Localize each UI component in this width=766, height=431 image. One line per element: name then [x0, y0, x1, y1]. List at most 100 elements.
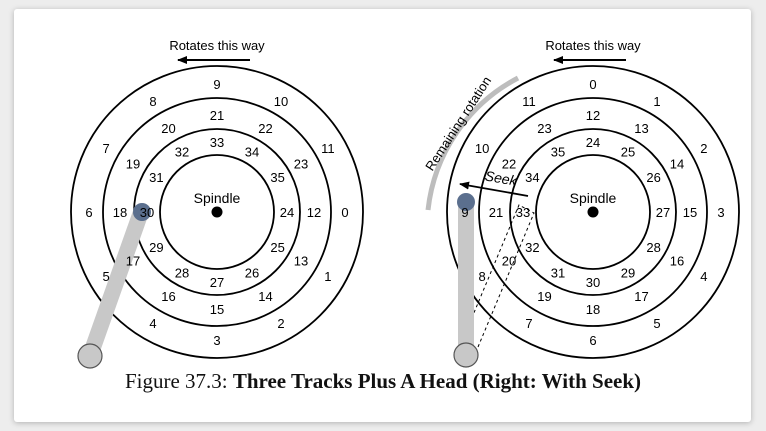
right-disk: Rotates this way Spindle Remaining rotat… — [422, 38, 740, 368]
left-disk: Rotates this way Spindle 012345678910111… — [70, 38, 364, 369]
right-disk-middle-track-sector-12: 12 — [586, 108, 600, 123]
left-disk-outer-track-sector-2: 2 — [277, 316, 284, 331]
left-disk-inner-track-sector-24: 24 — [280, 205, 294, 220]
left-disk-middle-track-sector-13: 13 — [294, 254, 308, 269]
seek-label: Seek — [484, 167, 519, 188]
right-disk-inner-track-sector-33: 33 — [516, 205, 530, 220]
left-spindle-circle — [159, 154, 275, 270]
left-spindle-label: Spindle — [194, 190, 241, 206]
left-arm-pivot — [77, 343, 103, 369]
left-disk-inner-track-sector-30: 30 — [140, 205, 154, 220]
right-disk-inner-track-sector-30: 30 — [586, 275, 600, 290]
right-rotation-label: Rotates this way — [545, 38, 641, 53]
right-disk-inner-track-sector-31: 31 — [551, 266, 565, 281]
right-disk-outer-track-sector-5: 5 — [653, 316, 660, 331]
left-disk-outer-track-sector-5: 5 — [102, 269, 109, 284]
left-disk-middle-track-sector-22: 22 — [258, 121, 272, 136]
left-disk-outer-track-sector-8: 8 — [149, 94, 156, 109]
right-disk-inner-track-sector-28: 28 — [646, 240, 660, 255]
left-arm — [82, 204, 149, 364]
right-disk-middle-track-sector-21: 21 — [489, 205, 503, 220]
left-disk-inner-track-sector-26: 26 — [245, 266, 259, 281]
right-disk-outer-track-sector-3: 3 — [717, 205, 724, 220]
caption-number: Figure 37.3: — [124, 369, 228, 393]
right-disk-outer-track-sector-0: 0 — [589, 77, 596, 92]
left-disk-inner-track-sector-27: 27 — [210, 275, 224, 290]
caption-title: Three Tracks Plus A Head (Right: With Se… — [232, 369, 642, 393]
right-disk-middle-track-sector-14: 14 — [670, 157, 684, 172]
left-rotation-label: Rotates this way — [169, 38, 265, 53]
figure-caption: Figure 37.3: Three Tracks Plus A Head (R… — [0, 369, 766, 394]
right-arm-ghost — [457, 204, 535, 360]
right-disk-middle-track-sector-13: 13 — [634, 121, 648, 136]
left-disk-inner-track-sector-34: 34 — [245, 144, 259, 159]
left-disk-outer-track-sector-6: 6 — [85, 205, 92, 220]
right-disk-middle-track-sector-20: 20 — [502, 254, 516, 269]
right-head — [457, 193, 475, 211]
left-disk-middle-track-sector-23: 23 — [294, 157, 308, 172]
right-disk-inner-track-sector-32: 32 — [525, 240, 539, 255]
right-disk-middle-track-sector-18: 18 — [586, 302, 600, 317]
left-disk-middle-track-sector-16: 16 — [161, 289, 175, 304]
right-spindle-dot — [587, 206, 599, 218]
right-arm-pivot — [453, 342, 479, 368]
right-disk-inner-track-sector-25: 25 — [621, 144, 635, 159]
left-disk-inner-track-sector-35: 35 — [270, 170, 284, 185]
right-spindle-circle — [535, 154, 651, 270]
left-middle-track-circle — [102, 97, 332, 327]
right-spindle-label: Spindle — [570, 190, 617, 206]
left-disk-inner-track-sector-29: 29 — [149, 240, 163, 255]
right-disk-outer-track-sector-9: 9 — [461, 205, 468, 220]
right-disk-outer-track-sector-4: 4 — [700, 269, 707, 284]
right-disk-middle-track-sector-23: 23 — [537, 121, 551, 136]
right-disk-middle-track-sector-22: 22 — [502, 157, 516, 172]
left-disk-inner-track-sector-33: 33 — [210, 135, 224, 150]
left-disk-middle-track-sector-21: 21 — [210, 108, 224, 123]
right-disk-outer-track-sector-1: 1 — [653, 94, 660, 109]
right-disk-inner-track-sector-35: 35 — [551, 144, 565, 159]
right-disk-middle-track-sector-17: 17 — [634, 289, 648, 304]
right-outer-track-circle — [446, 65, 740, 359]
left-disk-outer-track-sector-1: 1 — [324, 269, 331, 284]
seek-arrow — [459, 181, 529, 197]
left-disk-outer-track-sector-7: 7 — [102, 141, 109, 156]
left-disk-middle-track-sector-15: 15 — [210, 302, 224, 317]
right-disk-outer-track-sector-8: 8 — [478, 269, 485, 284]
right-disk-inner-track-sector-24: 24 — [586, 135, 600, 150]
right-disk-middle-track-sector-15: 15 — [683, 205, 697, 220]
left-disk-outer-track-sector-0: 0 — [341, 205, 348, 220]
left-disk-middle-track-sector-17: 17 — [126, 254, 140, 269]
right-sector-labels: 0123456789101112131415161718192021222324… — [461, 77, 724, 348]
remaining-rotation-label: Remaining rotation — [422, 74, 494, 174]
left-disk-inner-track-sector-28: 28 — [175, 266, 189, 281]
right-disk-middle-track-sector-19: 19 — [537, 289, 551, 304]
left-disk-outer-track-sector-9: 9 — [213, 77, 220, 92]
left-disk-inner-track-sector-31: 31 — [149, 170, 163, 185]
right-disk-outer-track-sector-6: 6 — [589, 333, 596, 348]
right-disk-inner-track-sector-29: 29 — [621, 266, 635, 281]
right-disk-outer-track-sector-11: 11 — [522, 94, 536, 109]
left-spindle-dot — [211, 206, 223, 218]
left-disk-inner-track-sector-25: 25 — [270, 240, 284, 255]
left-disk-middle-track-sector-18: 18 — [113, 205, 127, 220]
left-head — [133, 203, 151, 221]
left-outer-track-circle — [70, 65, 364, 359]
left-disk-outer-track-sector-11: 11 — [321, 141, 335, 156]
left-disk-middle-track-sector-14: 14 — [258, 289, 272, 304]
right-inner-track-circle — [509, 128, 677, 296]
right-disk-middle-track-sector-16: 16 — [670, 254, 684, 269]
left-disk-inner-track-sector-32: 32 — [175, 144, 189, 159]
left-disk-middle-track-sector-19: 19 — [126, 157, 140, 172]
left-disk-outer-track-sector-3: 3 — [213, 333, 220, 348]
right-disk-inner-track-sector-27: 27 — [656, 205, 670, 220]
left-disk-middle-track-sector-20: 20 — [161, 121, 175, 136]
left-disk-middle-track-sector-12: 12 — [307, 205, 321, 220]
left-disk-outer-track-sector-10: 10 — [274, 94, 288, 109]
right-disk-inner-track-sector-34: 34 — [525, 170, 539, 185]
right-disk-outer-track-sector-7: 7 — [525, 316, 532, 331]
left-sector-labels: 0123456789101112131415161718192021222324… — [85, 77, 348, 348]
left-disk-outer-track-sector-4: 4 — [149, 316, 156, 331]
right-disk-outer-track-sector-10: 10 — [475, 141, 489, 156]
remaining-rotation-arc — [425, 75, 520, 211]
